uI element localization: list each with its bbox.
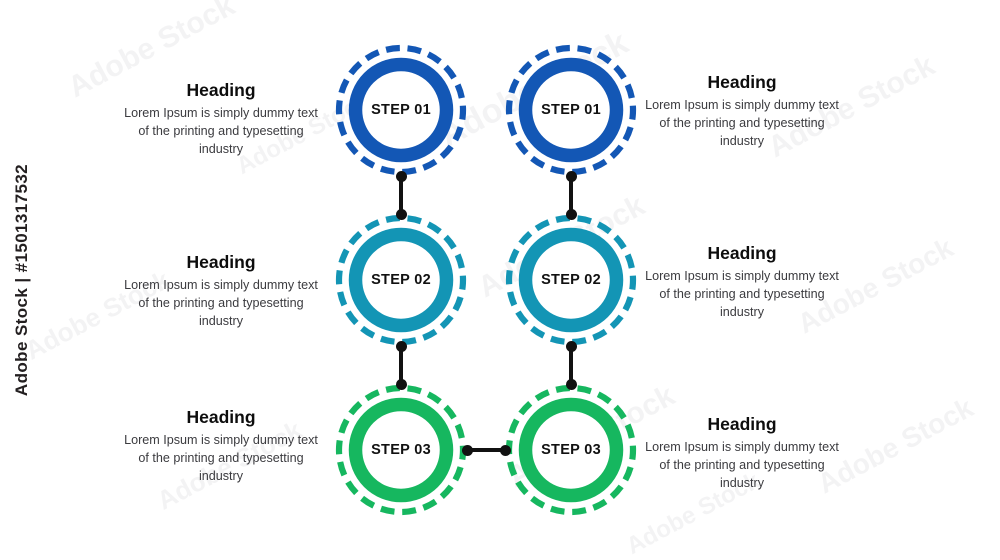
text-block-heading: Heading [186, 252, 256, 272]
dashed-outer-ring [505, 44, 637, 176]
connector-dot [565, 340, 577, 352]
text-block-body: Lorem Ipsum is simply dummy text of the … [645, 269, 839, 319]
dashed-outer-ring [505, 214, 637, 346]
solid-inner-ring [518, 57, 624, 163]
step-node-rings [335, 214, 467, 346]
step-node-left-step-02[interactable]: STEP 02 [335, 214, 467, 346]
dashed-outer-ring [505, 384, 637, 516]
adobe-stock-watermark: Adobe Stock | #1501317532 [12, 163, 31, 397]
connector-dot [565, 378, 577, 390]
connector-dot [395, 208, 407, 220]
connector-line [399, 174, 403, 216]
connector-conn-left-2-3 [392, 340, 410, 390]
text-block-body: Lorem Ipsum is simply dummy text of the … [124, 433, 318, 483]
connector-line [399, 344, 403, 386]
text-block-body: Lorem Ipsum is simply dummy text of the … [645, 440, 839, 490]
connector-dot [395, 170, 407, 182]
text-block-body: Lorem Ipsum is simply dummy text of the … [645, 98, 839, 148]
solid-inner-ring [518, 227, 624, 333]
step-node-right-step-02[interactable]: STEP 02 [505, 214, 637, 346]
step-node-label: STEP 03 [541, 442, 601, 458]
step-node-rings [505, 214, 637, 346]
step-node-left-step-03[interactable]: STEP 03 [335, 384, 467, 516]
connector-line [465, 448, 507, 452]
step-node-right-step-03[interactable]: STEP 03 [505, 384, 637, 516]
solid-inner-ring [348, 57, 454, 163]
connector-line [569, 174, 573, 216]
text-block-body: Lorem Ipsum is simply dummy text of the … [124, 278, 318, 328]
connector-dot [499, 444, 511, 456]
text-block-heading: Heading [707, 414, 777, 434]
step-node-label: STEP 01 [371, 102, 431, 118]
connector-conn-bottom-lr [461, 441, 511, 459]
step-node-right-step-01[interactable]: STEP 01 [505, 44, 637, 176]
text-block-heading: Heading [707, 243, 777, 263]
step-node-label: STEP 03 [371, 442, 431, 458]
step-node-label: STEP 02 [541, 272, 601, 288]
solid-inner-ring [348, 397, 454, 503]
text-block-heading: Heading [186, 407, 256, 427]
step-node-label: STEP 01 [541, 102, 601, 118]
step-node-rings [505, 384, 637, 516]
connector-line [569, 344, 573, 386]
solid-inner-ring [348, 227, 454, 333]
text-block-heading: Heading [186, 80, 256, 100]
dashed-outer-ring [335, 214, 467, 346]
connector-dot [565, 208, 577, 220]
dashed-outer-ring [335, 384, 467, 516]
connector-conn-right-1-2 [562, 170, 580, 220]
step-node-rings [505, 44, 637, 176]
connector-dot [461, 444, 473, 456]
solid-inner-ring [518, 397, 624, 503]
step-node-label: STEP 02 [371, 272, 431, 288]
connector-dot [395, 340, 407, 352]
step-node-left-step-01[interactable]: STEP 01 [335, 44, 467, 176]
text-block-heading: Heading [707, 72, 777, 92]
connector-conn-right-2-3 [562, 340, 580, 390]
dashed-outer-ring [335, 44, 467, 176]
step-node-rings [335, 44, 467, 176]
text-block-body: Lorem Ipsum is simply dummy text of the … [124, 106, 318, 156]
connector-dot [395, 378, 407, 390]
connector-conn-left-1-2 [392, 170, 410, 220]
connector-dot [565, 170, 577, 182]
step-node-rings [335, 384, 467, 516]
